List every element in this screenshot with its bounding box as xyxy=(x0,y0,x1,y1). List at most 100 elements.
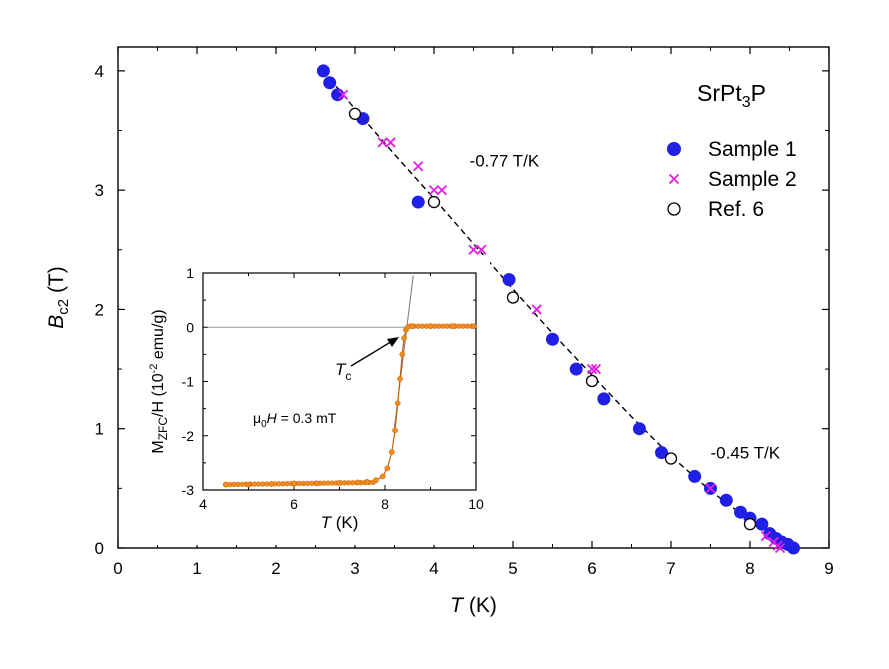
sample-1-point xyxy=(316,64,330,78)
sample-2-point xyxy=(338,89,349,100)
x-axis-label: T (K) xyxy=(450,594,497,617)
inset-point xyxy=(291,480,297,487)
y-axis-label-part: B xyxy=(45,315,68,329)
inset-point xyxy=(379,473,386,480)
sample-2-point-stroke xyxy=(476,244,487,255)
inset-series-markers xyxy=(222,323,477,488)
field-condition-label-part: = 0.3 mT xyxy=(277,410,337,426)
field-condition-label: μ0H = 0.3 mT xyxy=(253,410,337,430)
inset-point xyxy=(268,481,275,487)
inset-point xyxy=(397,375,403,382)
sample-1-point xyxy=(323,76,337,90)
inset-point xyxy=(450,323,457,330)
inset-point xyxy=(313,480,320,487)
legend-label: Sample 1 xyxy=(708,138,797,161)
sample-1-point xyxy=(411,195,425,209)
tc-arrow-head xyxy=(387,337,399,347)
sample-2-point xyxy=(428,185,440,196)
x-tick-label: 9 xyxy=(824,559,833,578)
inset-y-tick-label: -3 xyxy=(182,482,195,498)
inset-y-tick-label: -2 xyxy=(182,428,195,444)
x-tick-label: 1 xyxy=(192,559,201,578)
y-tick-label: 3 xyxy=(95,181,104,200)
sample-2-point xyxy=(774,542,786,554)
sample-2-point xyxy=(385,137,396,148)
sample-2-point xyxy=(413,161,424,172)
chart-title: SrPt3P xyxy=(697,80,766,111)
inset-x-tick-label: 10 xyxy=(468,496,484,512)
sample-2-point xyxy=(531,304,542,315)
sample-2-point-stroke xyxy=(531,304,542,315)
sample-2-point xyxy=(476,244,487,255)
x-tick-label: 3 xyxy=(350,559,359,578)
inset-x-axis-label-part: T xyxy=(321,513,333,532)
inset-y-axis-label-part: emu/g) xyxy=(150,309,167,363)
sample-2-point xyxy=(590,363,602,375)
sample-1-point xyxy=(734,505,748,519)
sample-2-point-stroke xyxy=(705,483,716,494)
inset-point xyxy=(336,480,343,486)
sample-1-point xyxy=(632,422,646,436)
inset-background xyxy=(130,255,490,545)
inset-y-axis-label-part: /H (10 xyxy=(150,373,167,417)
sample-2-point xyxy=(760,530,771,542)
inset-point xyxy=(427,323,434,330)
inset-y-axis-label-part: -2 xyxy=(148,364,160,374)
ref-6-point xyxy=(585,374,599,388)
ref-6-point xyxy=(506,291,520,304)
inset-point xyxy=(392,427,398,434)
sample-1-point xyxy=(331,88,345,102)
inset-point xyxy=(384,465,391,472)
inset-y-axis-label: MZFC/H (10-2 emu/g) xyxy=(148,309,170,453)
sample-1-point xyxy=(719,493,733,507)
field-condition-label-part: μ xyxy=(253,410,261,426)
legend-label: Ref. 6 xyxy=(708,198,764,221)
sample-1-point xyxy=(597,392,611,406)
sample-2-point-stroke xyxy=(590,363,602,375)
sample-2-point-stroke xyxy=(413,161,424,172)
ref-6-point xyxy=(664,452,678,465)
y-axis-label: Bc2 (T) xyxy=(45,266,72,329)
sample-2-point-stroke xyxy=(586,363,598,375)
sample-2-point-stroke xyxy=(385,137,396,148)
inset-point xyxy=(394,400,401,407)
sample-2-point-stroke xyxy=(377,137,388,148)
legend-marker-sample-2-stroke xyxy=(668,173,680,185)
inset-point xyxy=(373,477,379,484)
sample-2-point-stroke xyxy=(760,530,771,542)
sample-2-point-stroke xyxy=(774,542,786,554)
inset-point xyxy=(388,449,395,455)
tc-label: Tc xyxy=(335,360,351,383)
x-tick-label: 4 xyxy=(429,559,438,578)
slope-annotation: -0.77 T/K xyxy=(470,151,540,170)
inset-point xyxy=(401,335,407,341)
inset-y-tick-label: 0 xyxy=(186,319,194,335)
series-sample-2 xyxy=(338,89,786,554)
legend-marker-ref-6 xyxy=(667,202,681,216)
sample-2-point xyxy=(377,137,388,148)
x-axis-label-part: (K) xyxy=(463,594,497,617)
sample-2-point xyxy=(468,244,479,255)
sample-2-point-stroke xyxy=(468,244,479,255)
sample-2-point-stroke xyxy=(428,185,440,196)
inset-point xyxy=(399,351,406,358)
tc-label-part: c xyxy=(345,369,351,383)
ref-6-point xyxy=(348,107,362,120)
inset-x-tick-label: 4 xyxy=(199,496,207,512)
y-axis-label-part: (T) xyxy=(45,266,68,299)
inset-y-tick-label: -1 xyxy=(182,374,195,390)
tc-arrow-shaft xyxy=(350,339,395,367)
inset-y-axis-label-part: ZFC xyxy=(156,417,170,441)
chart-title-part: 3 xyxy=(742,94,751,111)
inset-point xyxy=(409,323,416,330)
x-tick-label: 0 xyxy=(113,559,122,578)
chart-title-part: P xyxy=(751,80,766,106)
inset-point xyxy=(470,323,477,330)
sample-1-point xyxy=(688,469,702,483)
x-tick-label: 5 xyxy=(508,559,517,578)
y-tick-label: 4 xyxy=(95,62,104,81)
